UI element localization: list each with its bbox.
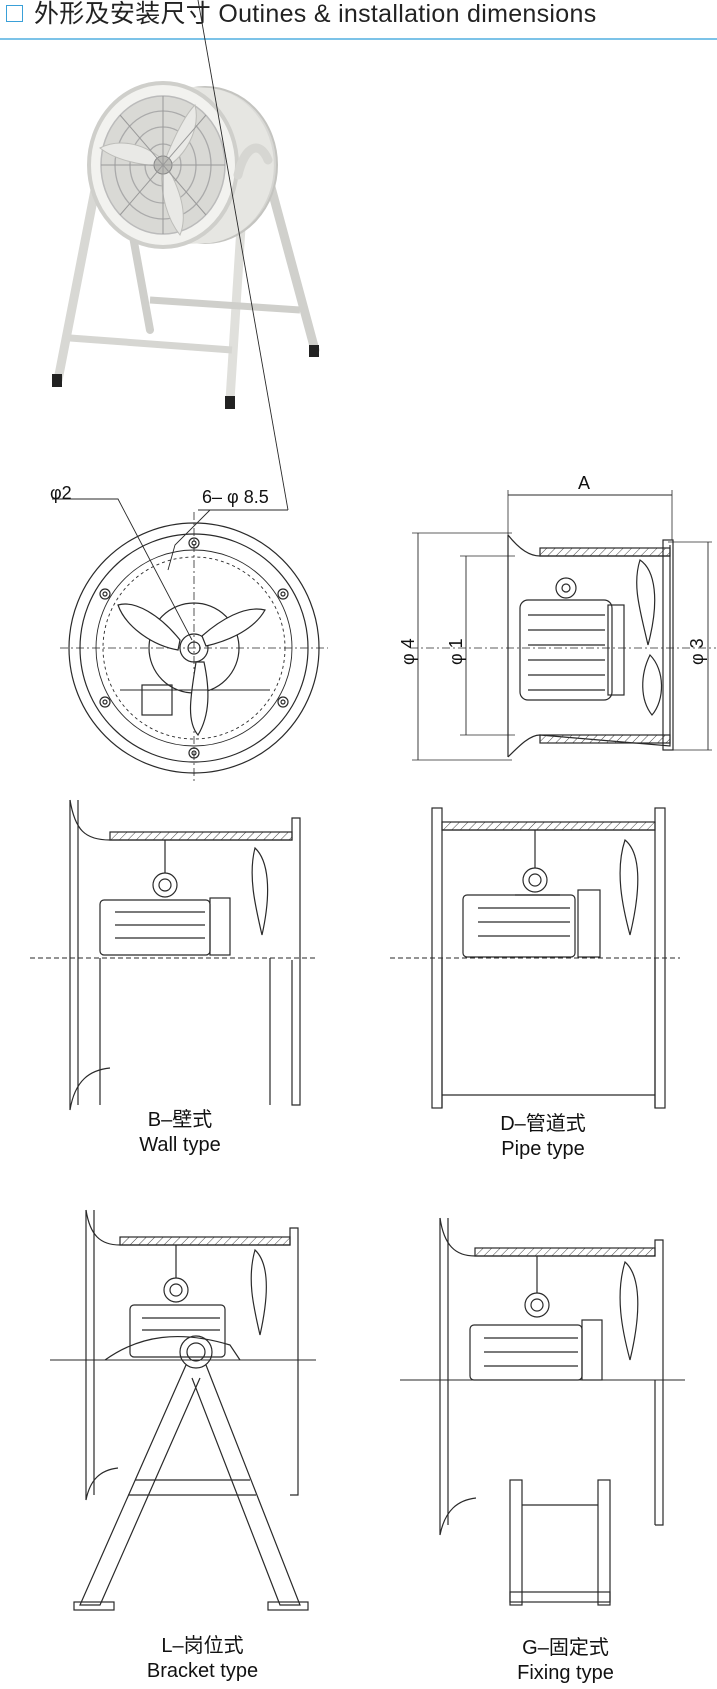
front-view-drawing: [52, 0, 328, 784]
caption-bracket-type: L–岗位式 Bracket type: [120, 1634, 285, 1684]
caption-code: G–固定式: [522, 1637, 609, 1659]
side-view-drawing: [410, 490, 716, 761]
caption-name: Pipe type: [501, 1138, 585, 1160]
fan-product-image: [52, 81, 320, 409]
fixing-type-drawing: [400, 1217, 685, 1606]
page-header: 外形及安装尺寸 Outines & installation dimension…: [0, 0, 717, 40]
dimension-phi3: φ 3: [687, 638, 707, 665]
caption-code: L–岗位式: [161, 1635, 244, 1657]
dimension-a: A: [578, 473, 591, 493]
dimension-phi1: φ 1: [446, 638, 466, 665]
page-title: 外形及安装尺寸 Outines & installation dimension…: [34, 0, 597, 28]
header-divider: [0, 38, 717, 40]
dimension-holes: 6– φ 8.5: [202, 487, 269, 507]
caption-wall-type: B–壁式 Wall type: [100, 1108, 260, 1158]
dimension-phi4: φ 4: [398, 638, 418, 665]
caption-name: Fixing type: [517, 1662, 614, 1684]
wall-type-drawing: [30, 799, 316, 1111]
caption-pipe-type: D–管道式 Pipe type: [463, 1112, 623, 1162]
caption-name: Wall type: [139, 1134, 221, 1156]
pipe-type-drawing: [390, 807, 680, 1109]
dimension-phi2: φ2: [50, 483, 72, 503]
bracket-type-drawing: [50, 1209, 316, 1611]
caption-code: D–管道式: [500, 1113, 586, 1135]
caption-fixing-type: G–固定式 Fixing type: [483, 1636, 648, 1686]
caption-name: Bracket type: [146, 1660, 259, 1682]
caption-code: B–壁式: [147, 1109, 213, 1131]
checkbox-square-icon: [6, 5, 23, 22]
